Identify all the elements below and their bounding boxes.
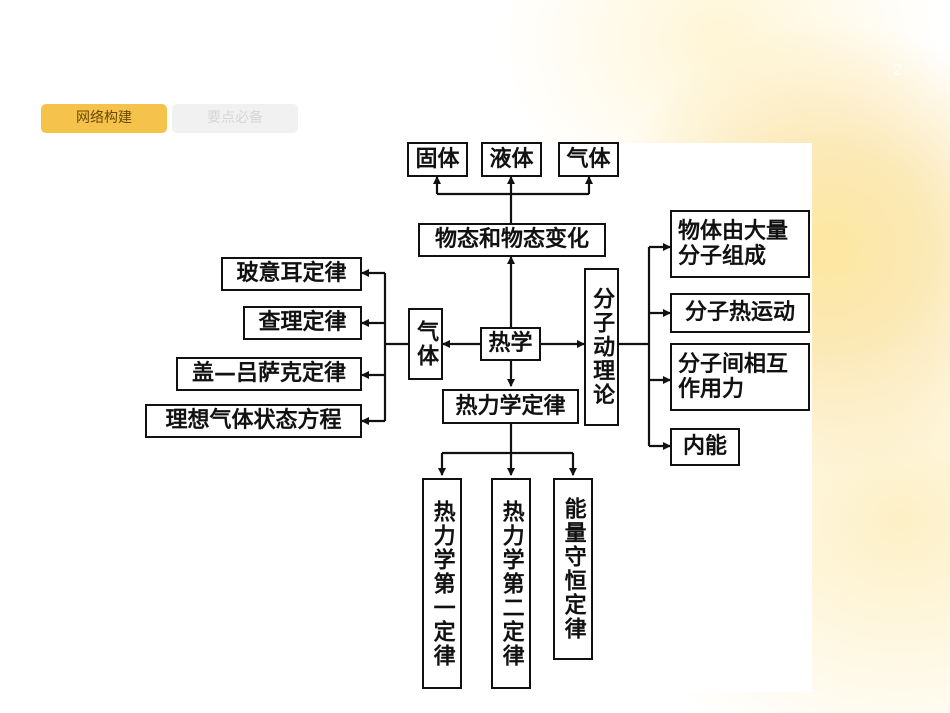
node-intermolecular-force: 分子间相互作用力 [670, 343, 810, 411]
node-gay-lussac-law: 盖—吕萨克定律 [176, 357, 362, 391]
node-gas: 气体 [408, 308, 443, 380]
node-ideal-gas-equation: 理想气体状态方程 [145, 404, 362, 438]
node-boyle-law: 玻意耳定律 [221, 257, 362, 291]
node-gas-state: 气体 [558, 142, 619, 177]
page-number: 2 [893, 62, 902, 79]
tab-network-construction[interactable]: 网络构建 [41, 104, 167, 133]
node-molecular-kinetic-theory: 分子动理论 [584, 268, 619, 426]
node-solid: 固体 [407, 142, 468, 177]
node-second-law: 热力学第二定律 [491, 478, 531, 689]
node-thermodynamics-laws: 热力学定律 [442, 389, 579, 424]
node-state-change: 物态和物态变化 [418, 223, 606, 257]
node-many-molecules: 物体由大量分子组成 [670, 210, 810, 278]
node-charles-law: 查理定律 [243, 306, 362, 340]
node-thermal-physics: 热学 [480, 327, 541, 361]
node-energy-conservation: 能量守恒定律 [553, 478, 593, 660]
node-internal-energy: 内能 [670, 428, 740, 466]
node-thermal-motion: 分子热运动 [670, 293, 810, 333]
node-liquid: 液体 [481, 142, 542, 177]
node-first-law: 热力学第一定律 [422, 478, 462, 689]
tab-key-points[interactable]: 要点必备 [172, 104, 298, 133]
